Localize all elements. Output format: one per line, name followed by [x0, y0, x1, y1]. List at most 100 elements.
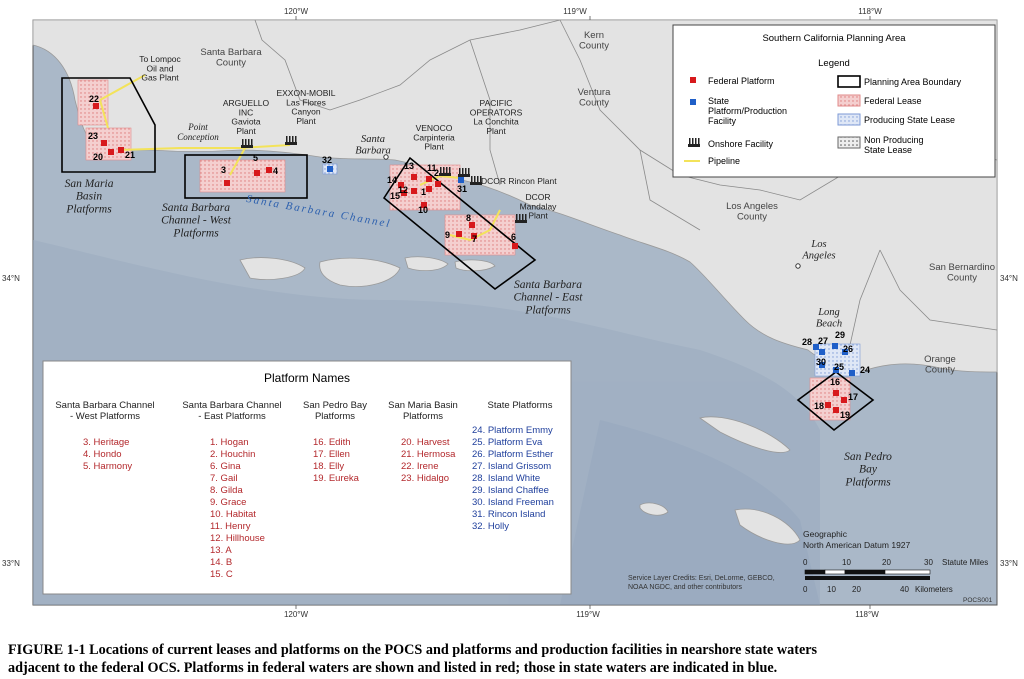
federal-platform-label: 10 — [418, 205, 428, 215]
federal-platform-label: 3 — [221, 165, 226, 175]
onshore-facility-icon — [515, 214, 527, 223]
platform-name-item: 2. Houchin — [210, 449, 255, 460]
federal-platform-marker — [266, 167, 272, 173]
santa-barbara-dot — [383, 154, 389, 160]
federal-platform-marker — [841, 397, 847, 403]
bottom-tick-120: 120°W — [284, 610, 309, 619]
federal-platform-label: 6 — [511, 232, 516, 242]
platform-name-item: 30. Island Freeman — [472, 497, 554, 508]
scale-km-10: 10 — [827, 585, 836, 594]
names-column-header: Santa Barbara Channel- East Platforms — [182, 400, 281, 422]
left-tick-33: 33°N — [2, 559, 20, 568]
federal-platform-marker — [456, 231, 462, 237]
platform-name-item: 13. A — [210, 545, 232, 556]
bottom-tick-118: 118°W — [855, 610, 879, 619]
state-platform-marker — [842, 349, 848, 355]
platform-name-item: 11. Henry — [210, 521, 251, 532]
federal-platform-marker — [398, 182, 404, 188]
state-platform-label: 29 — [835, 330, 845, 340]
figure-caption: FIGURE 1-1 Locations of current leases a… — [8, 641, 1018, 677]
scale-bar-segment — [824, 569, 846, 575]
platform-name-item: 6. Gina — [210, 461, 241, 472]
federal-platform-label: 16 — [830, 377, 840, 387]
federal-platform-label: 17 — [848, 392, 858, 402]
federal-platform-marker — [426, 176, 432, 182]
federal-platform-marker — [471, 233, 477, 239]
platform-name-item: 14. B — [210, 557, 232, 568]
platform-name-item: 12. Hillhouse — [210, 533, 265, 544]
scale-mile-20: 20 — [882, 558, 891, 567]
state-platform-marker — [832, 343, 838, 349]
federal-platform-label: 23 — [88, 131, 98, 141]
legend-state-swatch — [690, 99, 696, 105]
scale-km-20: 20 — [852, 585, 861, 594]
federal-platform-label: 12 — [398, 185, 408, 195]
federal-platform-marker — [435, 181, 441, 187]
state-platform-label: 32 — [322, 155, 332, 165]
state-platform-label: 25 — [834, 362, 844, 372]
state-platform-label: 26 — [843, 344, 853, 354]
platform-name-item: 26. Platform Esther — [472, 449, 553, 460]
platform-name-item: 8. Gilda — [210, 485, 243, 496]
legend-nonproducing-swatch — [837, 136, 861, 149]
state-platform-marker — [813, 344, 819, 350]
federal-platform-label: 22 — [89, 94, 99, 104]
caption-line1: FIGURE 1-1 Locations of current leases a… — [8, 642, 818, 658]
federal-platform-label: 21 — [125, 150, 135, 160]
names-column-header: Santa Barbara Channel- West Platforms — [55, 400, 154, 422]
platform-name-item: 5. Harmony — [83, 461, 132, 472]
caption-line2: adjacent to the federal OCS. Platforms i… — [8, 660, 778, 676]
platform-name-item: 22. Irene — [401, 461, 439, 472]
scale-bar-segment — [884, 569, 931, 575]
credits-line1: Service Layer Credits: Esri, DeLorme, GE… — [628, 575, 775, 582]
figure-id: POCS001 — [963, 597, 993, 604]
platform-name-item: 18. Elly — [313, 461, 344, 472]
legend-producing-swatch — [837, 113, 861, 126]
federal-platform-marker — [411, 174, 417, 180]
platform-name-item: 1. Hogan — [210, 437, 249, 448]
legend-boundary-swatch — [837, 75, 861, 88]
federal-platform-label: 20 — [93, 152, 103, 162]
right-tick-34: 34°N — [1000, 274, 1018, 283]
state-platform-marker — [833, 367, 839, 373]
top-tick-120: 120°W — [284, 7, 309, 16]
federal-platform-marker — [118, 147, 124, 153]
federal-platform-label: 5 — [253, 153, 258, 163]
scale-bar-segment — [804, 569, 826, 575]
federal-platform-label: 14 — [387, 175, 397, 185]
legend-subtitle: Legend — [818, 58, 850, 69]
platform-name-item: 19. Eureka — [313, 473, 360, 484]
top-tick-119: 119°W — [563, 7, 587, 16]
state-platform-marker — [819, 349, 825, 355]
state-platform-marker — [849, 370, 855, 376]
federal-platform-marker — [512, 243, 518, 249]
legend: Southern California Planning Area Legend… — [672, 24, 996, 178]
platform-name-item: 9. Grace — [210, 497, 246, 508]
onshore-facility-icons — [241, 136, 527, 223]
top-tick-118: 118°W — [858, 7, 882, 16]
legend-onshore-icon — [688, 138, 700, 147]
state-platform-marker — [819, 362, 825, 368]
legend-federal-swatch — [690, 77, 696, 83]
platform-name-item: 20. Harvest — [401, 437, 450, 448]
credits-line2: NOAA NGDC, and other contributors — [628, 584, 742, 591]
datum-line2: North American Datum 1927 — [803, 540, 911, 550]
dcor-rincon-plant-label: DCOR Rincon Plant — [481, 176, 557, 186]
